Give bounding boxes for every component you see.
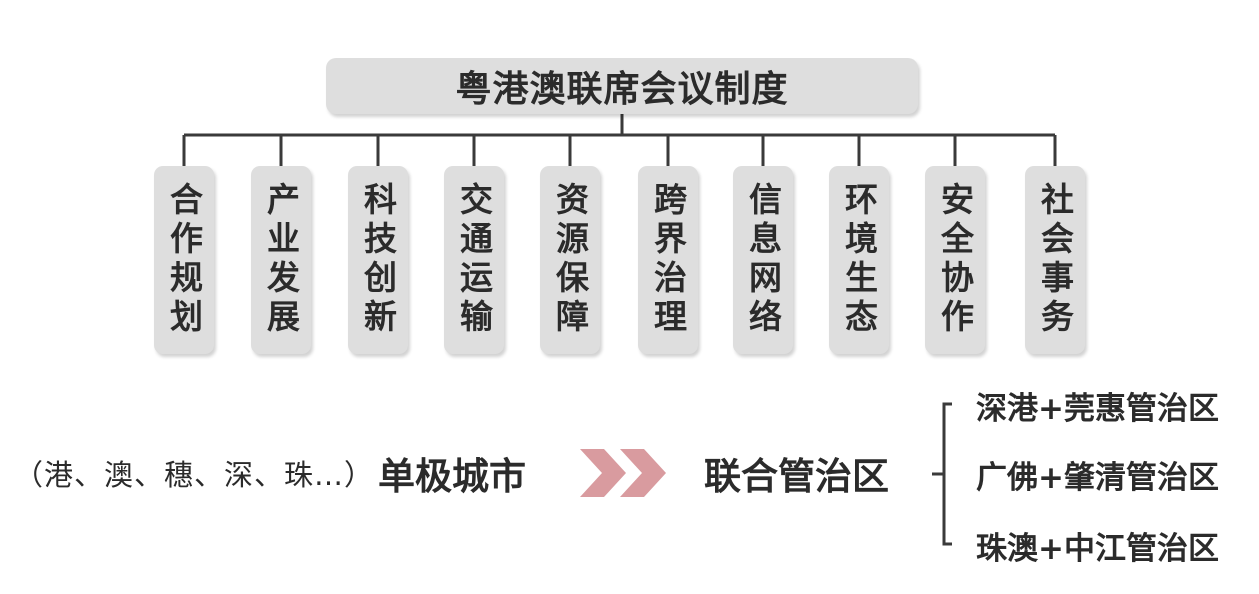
category-box: 资源保障 [540, 166, 600, 354]
single-pole-label: 单极城市 [378, 455, 527, 498]
zone-item: 广佛+肇清管治区 [976, 459, 1219, 496]
category-label: 环境生态 [839, 182, 879, 338]
category-box: 信息网络 [733, 166, 793, 354]
zone-item: 珠澳+中江管治区 [976, 530, 1219, 567]
category-label: 社会事务 [1035, 182, 1075, 338]
joint-conference-title-box: 粤港澳联席会议制度 [326, 58, 918, 114]
category-box: 安全协作 [925, 166, 985, 354]
category-label: 信息网络 [743, 182, 783, 338]
category-label: 交通运输 [454, 182, 494, 338]
zone-item: 深港+莞惠管治区 [976, 390, 1219, 427]
category-box: 交通运输 [444, 166, 504, 354]
double-chevron-arrow-icon [580, 449, 666, 497]
category-box: 社会事务 [1025, 166, 1085, 354]
category-label: 资源保障 [550, 182, 590, 338]
category-label: 产业发展 [261, 182, 301, 338]
joint-zone-label: 联合管治区 [704, 455, 889, 498]
category-box: 科技创新 [348, 166, 408, 354]
category-box: 合作规划 [154, 166, 214, 354]
category-label: 跨界治理 [648, 182, 688, 338]
category-label: 合作规划 [164, 182, 204, 338]
category-label: 安全协作 [935, 182, 975, 338]
category-box: 跨界治理 [638, 166, 698, 354]
title-text: 粤港澳联席会议制度 [455, 69, 789, 110]
category-label: 科技创新 [358, 182, 398, 338]
category-box: 产业发展 [251, 166, 311, 354]
category-box: 环境生态 [829, 166, 889, 354]
city-list: （港、澳、穗、深、珠…） [14, 458, 375, 492]
single-pole-cities: （港、澳、穗、深、珠…） 单极城市 [14, 448, 526, 498]
